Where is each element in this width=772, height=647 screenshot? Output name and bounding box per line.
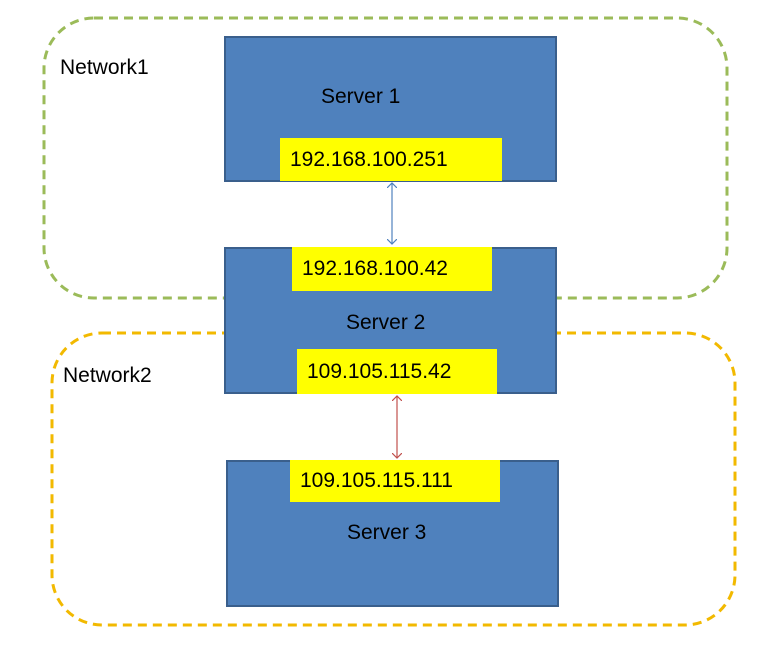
server-1-ip: 192.168.100.251 [280,138,502,181]
network2-label: Network2 [63,364,152,387]
network1-label: Network1 [60,56,149,79]
server-2-ip-network1: 192.168.100.42 [292,247,492,291]
server-2-name: Server 2 [346,311,426,334]
network1-boundary [42,16,729,300]
server-3-name: Server 3 [347,521,427,544]
server-2-ip-network2: 109.105.115.42 [297,349,497,394]
server-1-name: Server 1 [321,85,401,108]
server-3-ip: 109.105.115.111 [290,460,500,502]
